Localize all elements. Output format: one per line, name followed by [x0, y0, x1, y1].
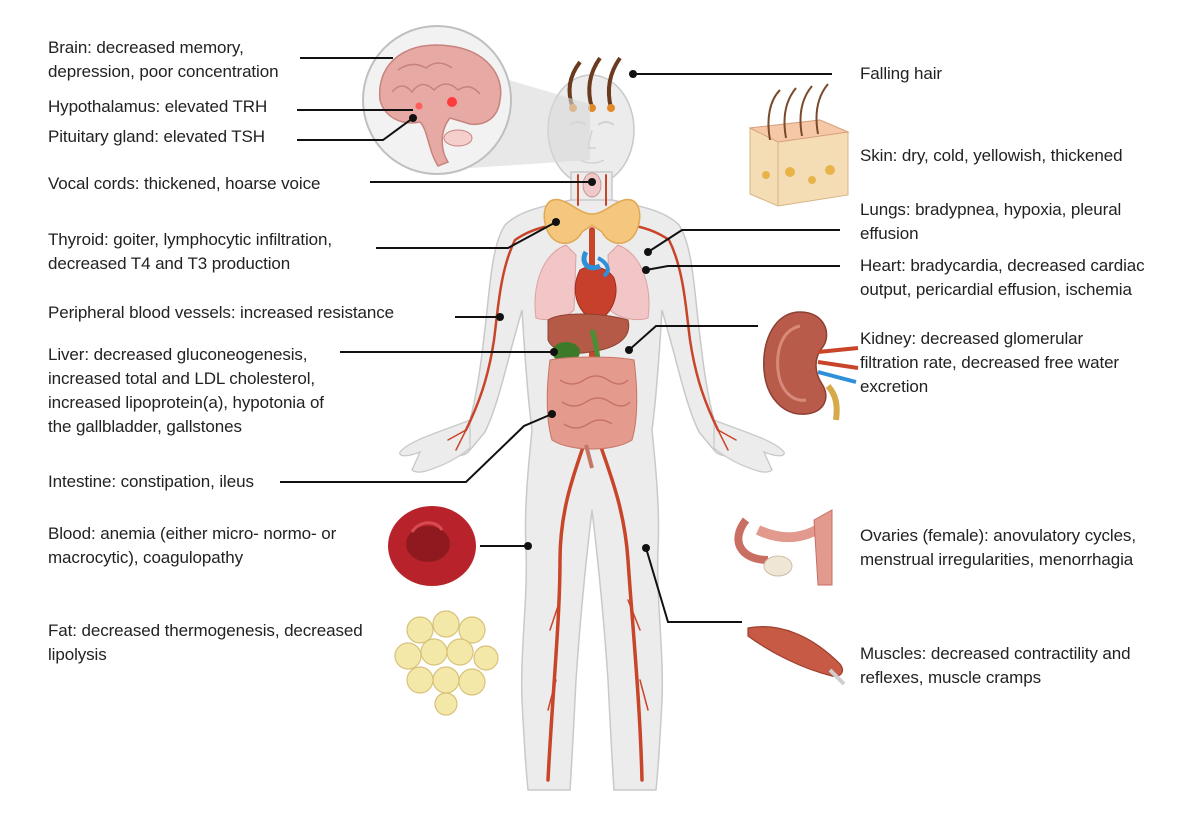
- leader-dots: [409, 70, 652, 552]
- intestine-icon: [546, 356, 638, 469]
- intestine-label: Intestine: constipation, ileus: [48, 472, 254, 491]
- fat-cells-icon: [394, 610, 499, 716]
- lungs-icon: [534, 244, 650, 321]
- vessels-label: Peripheral blood vessels: increased resi…: [48, 303, 394, 322]
- red-blood-cell-icon: [388, 506, 476, 586]
- heart-icon: [574, 250, 617, 323]
- vocal-cords-label: Vocal cords: thickened, hoarse voice: [48, 174, 321, 193]
- ovary-uterus-icon: [734, 509, 833, 586]
- liver-label: Liver: decreased gluconeogenesis,increas…: [48, 345, 324, 436]
- pituitary-label: Pituitary gland: elevated TSH: [48, 127, 265, 146]
- brain-label: Brain: decreased memory,depression, poor…: [48, 38, 279, 81]
- thyroid-icon: [543, 198, 641, 244]
- muscle-icon: [747, 626, 846, 686]
- skin-label: Skin: dry, cold, yellowish, thickened: [860, 146, 1123, 165]
- ovaries-label: Ovaries (female): anovulatory cycles,men…: [860, 526, 1136, 569]
- leader-lines: [280, 57, 840, 623]
- hair-label: Falling hair: [860, 64, 942, 83]
- brain-magnifier: [362, 25, 590, 175]
- thyroid-label: Thyroid: goiter, lymphocytic infiltratio…: [48, 230, 332, 273]
- skin-layers-icon: [748, 83, 850, 207]
- hypothalamus-label: Hypothalamus: elevated TRH: [48, 97, 268, 116]
- kidney-icon: [763, 311, 859, 421]
